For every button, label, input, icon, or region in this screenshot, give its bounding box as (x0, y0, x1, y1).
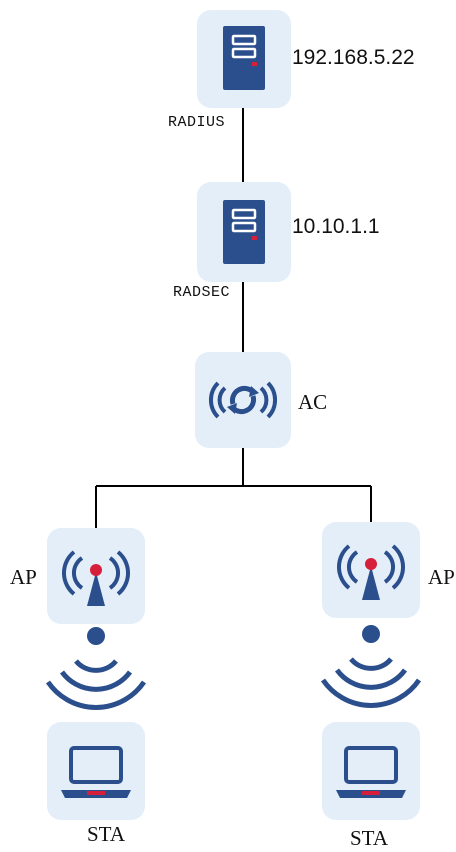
sta-left-label: STA (87, 822, 125, 846)
ap-right-label: AP (428, 565, 455, 589)
laptop-icon (61, 746, 131, 798)
server-icon (223, 26, 265, 90)
ac-tile (195, 352, 291, 448)
ap-left-tile (47, 528, 145, 624)
access-point-icon (336, 544, 406, 600)
ap-right-tile (322, 522, 420, 618)
radius-server-tile (197, 10, 291, 108)
laptop-icon (336, 746, 406, 798)
server-icon (223, 200, 265, 264)
radsec-ip-label: 10.10.1.1 (292, 215, 380, 238)
access-point-icon (61, 550, 131, 606)
ac-label: AC (298, 390, 328, 414)
radius-label: RADIUS (168, 114, 226, 131)
sta-left-tile (47, 722, 145, 820)
radsec-server-tile (197, 182, 291, 282)
access-controller-icon (208, 381, 278, 419)
sta-right-label: STA (350, 826, 388, 850)
ap-left-label: AP (10, 565, 37, 589)
radsec-label: RADSEC (173, 284, 231, 301)
radius-ip-label: 192.168.5.22 (292, 46, 415, 69)
sta-right-tile (322, 722, 420, 820)
